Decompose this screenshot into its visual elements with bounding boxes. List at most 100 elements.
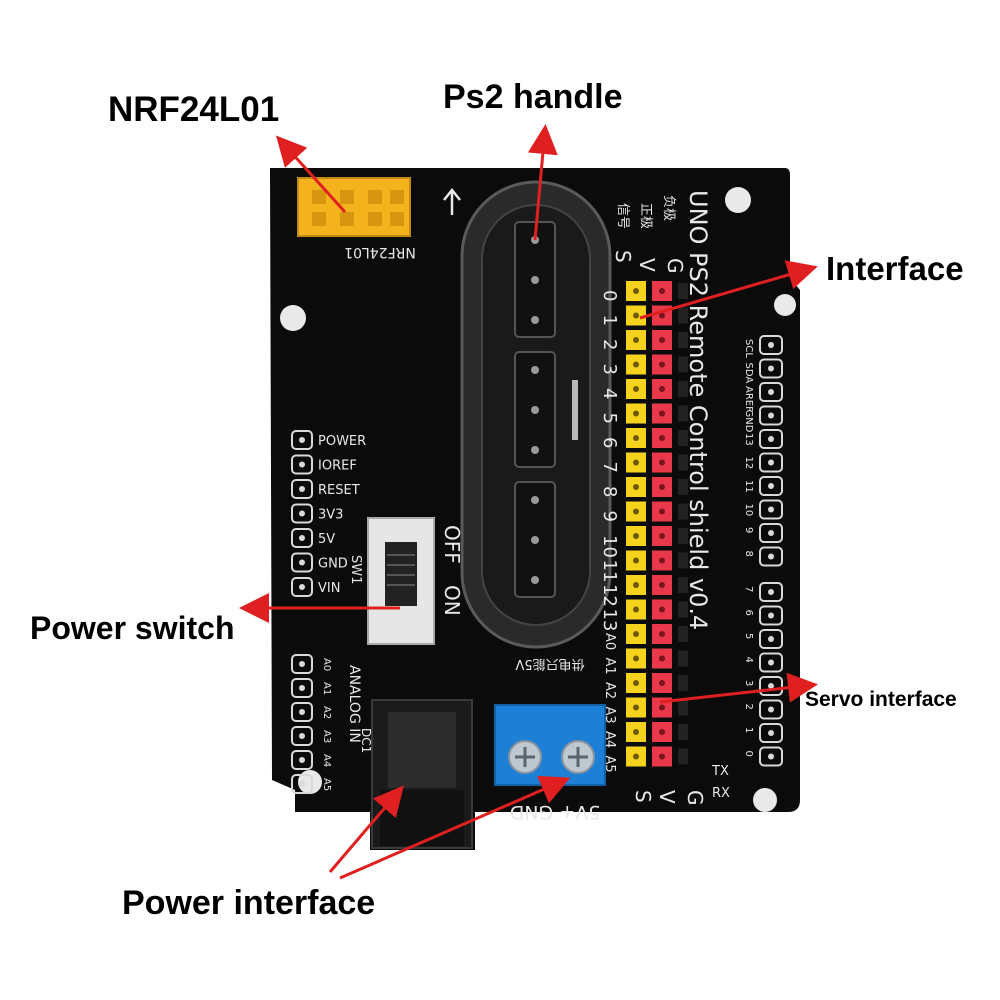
pin-hole bbox=[659, 533, 665, 539]
right-pin-pad bbox=[759, 523, 783, 543]
pin-hole bbox=[659, 337, 665, 343]
right-pin-pad bbox=[759, 546, 783, 567]
analog-pin-pad bbox=[291, 774, 313, 794]
power-pin-pad bbox=[291, 503, 313, 524]
black-header-pin bbox=[678, 283, 688, 299]
power-pin-pad bbox=[291, 479, 313, 499]
black-header-pin bbox=[678, 748, 688, 765]
pin-hole bbox=[633, 435, 639, 441]
pin-hole bbox=[299, 733, 305, 739]
bottom-mark: V bbox=[655, 790, 679, 804]
pin-hole bbox=[768, 753, 774, 760]
digital-pin-label: 11 bbox=[599, 560, 620, 583]
pin-hole bbox=[633, 655, 639, 662]
pin-hole bbox=[768, 412, 774, 419]
mount-hole bbox=[753, 788, 777, 812]
servo-headers bbox=[626, 281, 688, 767]
arrow-dc-a bbox=[328, 785, 404, 873]
analog-pin-pad bbox=[291, 750, 313, 770]
pin-hole bbox=[299, 486, 305, 492]
pin-hole bbox=[659, 582, 665, 588]
right-pin-pad bbox=[759, 652, 783, 673]
right-pin-pad bbox=[759, 699, 783, 720]
black-header-pin bbox=[678, 307, 688, 324]
pin-hole bbox=[299, 535, 305, 541]
analog-pin-label: A4 bbox=[321, 754, 332, 767]
callout-power-switch: Power switch bbox=[30, 610, 235, 646]
digital-pin-label: A2 bbox=[602, 682, 617, 699]
pin-hole bbox=[633, 288, 639, 294]
callout-nrf24l01: NRF24L01 bbox=[108, 90, 280, 129]
terminal-label: 5V+ GND bbox=[510, 801, 601, 823]
digital-pin-label: 9 bbox=[599, 511, 620, 522]
right-pin-label: 5 bbox=[743, 633, 754, 639]
black-header-pin bbox=[678, 577, 688, 593]
digital-pin-label: A1 bbox=[602, 658, 617, 675]
digital-pin-label: 5 bbox=[599, 413, 620, 424]
callout-arrows bbox=[239, 124, 818, 880]
right-pin-pad bbox=[759, 582, 783, 602]
pin-hole bbox=[659, 631, 665, 637]
black-header-pin bbox=[678, 699, 688, 716]
right-pin-label: 6 bbox=[743, 610, 754, 616]
pin-hole bbox=[659, 606, 665, 613]
black-header-pin bbox=[678, 650, 688, 667]
screw-terminal bbox=[494, 704, 606, 786]
right-pin-label: 0 bbox=[743, 751, 754, 757]
pin-hole bbox=[768, 365, 774, 372]
pin-hole bbox=[633, 631, 639, 637]
header-mark: G bbox=[663, 258, 687, 274]
power-pin-label: RESET bbox=[318, 483, 360, 498]
power-pin-label: 5V bbox=[318, 532, 335, 547]
power-pin-label: GND bbox=[318, 557, 348, 572]
callout-power-interface: Power interface bbox=[122, 884, 376, 922]
analog-in-label: ANALOG IN bbox=[346, 665, 362, 743]
mount-hole bbox=[774, 294, 796, 316]
right-pin-pad bbox=[759, 629, 783, 649]
ps2-socket bbox=[460, 180, 612, 649]
pin-hole bbox=[659, 410, 665, 417]
pin-hole bbox=[768, 589, 774, 595]
pin-hole bbox=[633, 508, 639, 515]
digital-pin-label: 12 bbox=[599, 584, 620, 607]
digital-pin-label: 13 bbox=[599, 609, 620, 632]
right-pin-label: 11 bbox=[743, 480, 754, 493]
pin-hole bbox=[299, 685, 305, 691]
callout-servo-interface: Servo interface bbox=[805, 688, 957, 711]
header-top-label: 信号 bbox=[615, 203, 630, 229]
mount-hole bbox=[280, 305, 306, 331]
digital-pin-label: 0 bbox=[599, 290, 620, 301]
power-switch bbox=[367, 517, 435, 645]
black-header-pin bbox=[678, 724, 688, 740]
pin-hole bbox=[633, 410, 639, 417]
right-pin-pad bbox=[759, 499, 783, 520]
callout-ps2-handle: Ps2 handle bbox=[443, 78, 623, 116]
black-header-pin bbox=[678, 503, 688, 520]
pin-hole bbox=[299, 709, 305, 715]
rx-label: RX bbox=[712, 786, 730, 801]
right-pin-pad bbox=[759, 382, 783, 402]
pin-hole bbox=[633, 459, 639, 466]
black-header-pin bbox=[678, 454, 688, 471]
right-pin-label: 8 bbox=[743, 551, 754, 557]
board-title: UNO PS2 Remote Control shield v0.4 bbox=[684, 190, 712, 630]
header-mark: V bbox=[635, 258, 659, 272]
bottom-mark: S bbox=[631, 790, 655, 803]
pin-hole bbox=[768, 389, 774, 395]
pin-hole bbox=[299, 781, 305, 787]
pin-hole bbox=[299, 757, 305, 763]
analog-pin-pad bbox=[291, 678, 313, 698]
digital-pin-label: 10 bbox=[599, 535, 620, 558]
right-pin-label: 3 bbox=[743, 680, 754, 686]
pin-hole bbox=[633, 386, 639, 392]
pin-hole bbox=[659, 312, 665, 319]
analog-pin-pad bbox=[291, 726, 313, 746]
arrow-interface bbox=[639, 260, 818, 320]
nrf-silk-label: NRF24L01 bbox=[344, 244, 416, 260]
right-pin-pad bbox=[759, 476, 783, 496]
pin-hole bbox=[659, 459, 665, 466]
off-label: OFF bbox=[440, 525, 464, 564]
